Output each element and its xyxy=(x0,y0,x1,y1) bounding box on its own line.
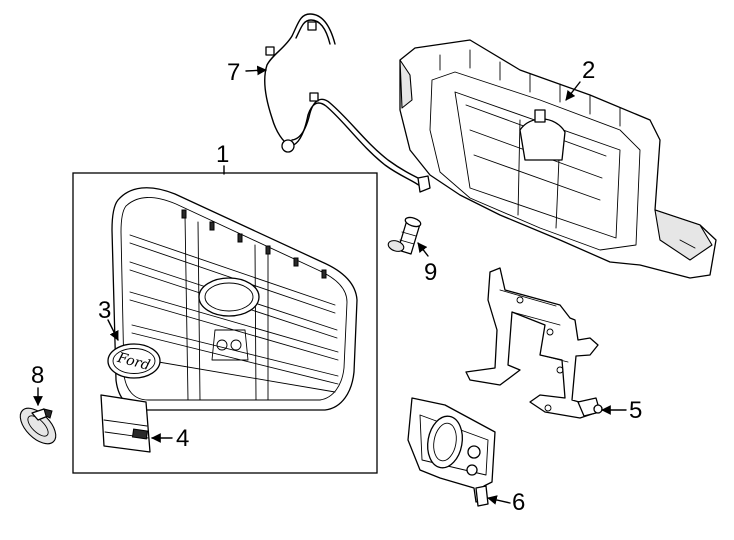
callout-5: 5 xyxy=(629,397,642,424)
grille-tabs xyxy=(181,209,327,279)
plate[interactable] xyxy=(100,394,151,453)
grille-reinforcement[interactable] xyxy=(399,39,717,279)
grille[interactable] xyxy=(111,187,358,411)
callout-6: 6 xyxy=(512,489,525,516)
grille-group-box xyxy=(72,172,378,474)
callout-3: 3 xyxy=(98,297,111,324)
support-panel[interactable] xyxy=(407,397,496,507)
leader-lines xyxy=(33,65,627,505)
callout-1: 1 xyxy=(216,141,229,168)
callout-2: 2 xyxy=(582,57,595,84)
callout-9: 9 xyxy=(424,259,437,286)
callout-7: 7 xyxy=(227,59,240,86)
callout-8: 8 xyxy=(31,362,44,389)
wire-harness[interactable] xyxy=(264,13,431,193)
callout-4: 4 xyxy=(176,425,189,452)
callout-numbers: 1 2 3 4 5 6 7 8 9 xyxy=(31,57,642,516)
plug-sensor[interactable] xyxy=(387,216,422,255)
push-pin[interactable] xyxy=(14,402,62,450)
mounting-bracket[interactable] xyxy=(465,267,603,419)
ford-emblem[interactable]: Ford xyxy=(107,343,161,379)
